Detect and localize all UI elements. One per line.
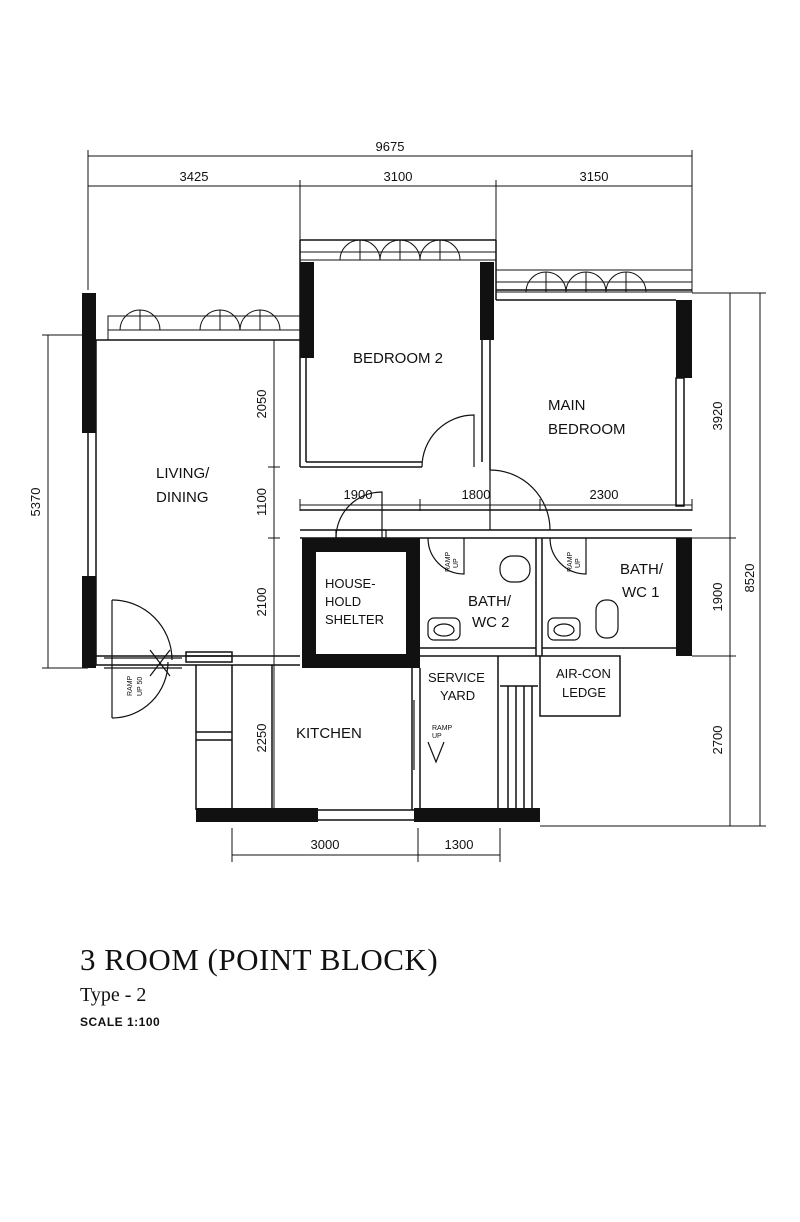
fixtures (427, 555, 619, 641)
dimension-labels: 9675 3425 3100 3150 5370 8520 3920 1900 … (28, 139, 757, 852)
dim-top-middle: 3100 (384, 169, 413, 184)
ramp-label-entrance: RAMP (127, 675, 134, 696)
dim-bottom-right: 1300 (445, 837, 474, 852)
ramp-label-bath1: RAMP (567, 551, 574, 572)
plan-scale: SCALE 1:100 (80, 1015, 161, 1029)
label-aircon-line1: AIR-CON (556, 666, 611, 681)
dim-inner-2300: 2300 (590, 487, 619, 502)
title-block: 3 ROOM (POINT BLOCK) Type - 2 SCALE 1:10… (80, 942, 438, 1029)
label-bath1-line2: WC 1 (622, 584, 660, 601)
ramp-up50-entrance: UP 50 (137, 677, 144, 696)
label-bath1-line1: BATH/ (620, 561, 664, 578)
ramp-up-bath2: UP (453, 558, 460, 568)
plan-title: 3 ROOM (POINT BLOCK) (80, 942, 439, 977)
floor-plan: 9675 3425 3100 3150 5370 8520 3920 1900 … (28, 139, 766, 862)
ramp-annotations: RAMP UP RAMP UP RAMP UP 50 RAMP UP (127, 551, 582, 740)
thin-walls (87, 239, 692, 821)
dim-top-left: 3425 (180, 169, 209, 184)
dim-right-middle: 1900 (710, 583, 725, 612)
label-living-line2: DINING (156, 489, 209, 506)
ramp-label-bath2: RAMP (445, 551, 452, 572)
ramp-label-service: RAMP (432, 725, 453, 732)
label-bedroom-2: BEDROOM 2 (353, 350, 443, 367)
label-service-line2: YARD (440, 688, 475, 703)
label-main-bedroom-line1: MAIN (548, 397, 586, 414)
dim-inner-1100: 1100 (254, 488, 269, 516)
label-aircon-line2: LEDGE (562, 685, 606, 700)
plan-type: Type - 2 (80, 984, 147, 1006)
label-kitchen: KITCHEN (296, 725, 362, 742)
label-shelter-line3: SHELTER (325, 612, 384, 627)
dim-inner-1800: 1800 (462, 487, 491, 502)
dim-bottom-left: 3000 (311, 837, 340, 852)
dim-inner-2100: 2100 (254, 588, 269, 617)
structural-walls (82, 262, 692, 822)
label-living-line1: LIVING/ (156, 465, 210, 482)
label-shelter-line1: HOUSE- (325, 576, 376, 591)
label-bath2-line2: WC 2 (472, 614, 510, 631)
dimension-lines (42, 150, 766, 862)
windows (107, 239, 693, 341)
ramp-up-service: UP (432, 733, 442, 740)
dim-right-total: 8520 (742, 564, 757, 593)
label-shelter-line2: HOLD (325, 594, 361, 609)
dim-top-right: 3150 (580, 169, 609, 184)
dim-right-upper: 3920 (710, 402, 725, 431)
dim-right-lower: 2700 (710, 726, 725, 755)
doors (104, 414, 587, 770)
label-service-line1: SERVICE (428, 670, 485, 685)
dim-inner-2250: 2250 (254, 724, 269, 753)
dim-overall-width: 9675 (376, 139, 405, 154)
label-bath2-line1: BATH/ (468, 593, 512, 610)
room-labels: BEDROOM 2 MAIN BEDROOM LIVING/ DINING HO… (156, 350, 664, 742)
label-main-bedroom-line2: BEDROOM (548, 421, 626, 438)
dim-inner-2050: 2050 (254, 390, 269, 419)
ramp-up-bath1: UP (575, 558, 582, 568)
dim-inner-1900: 1900 (344, 487, 373, 502)
dim-left-height: 5370 (28, 488, 43, 517)
